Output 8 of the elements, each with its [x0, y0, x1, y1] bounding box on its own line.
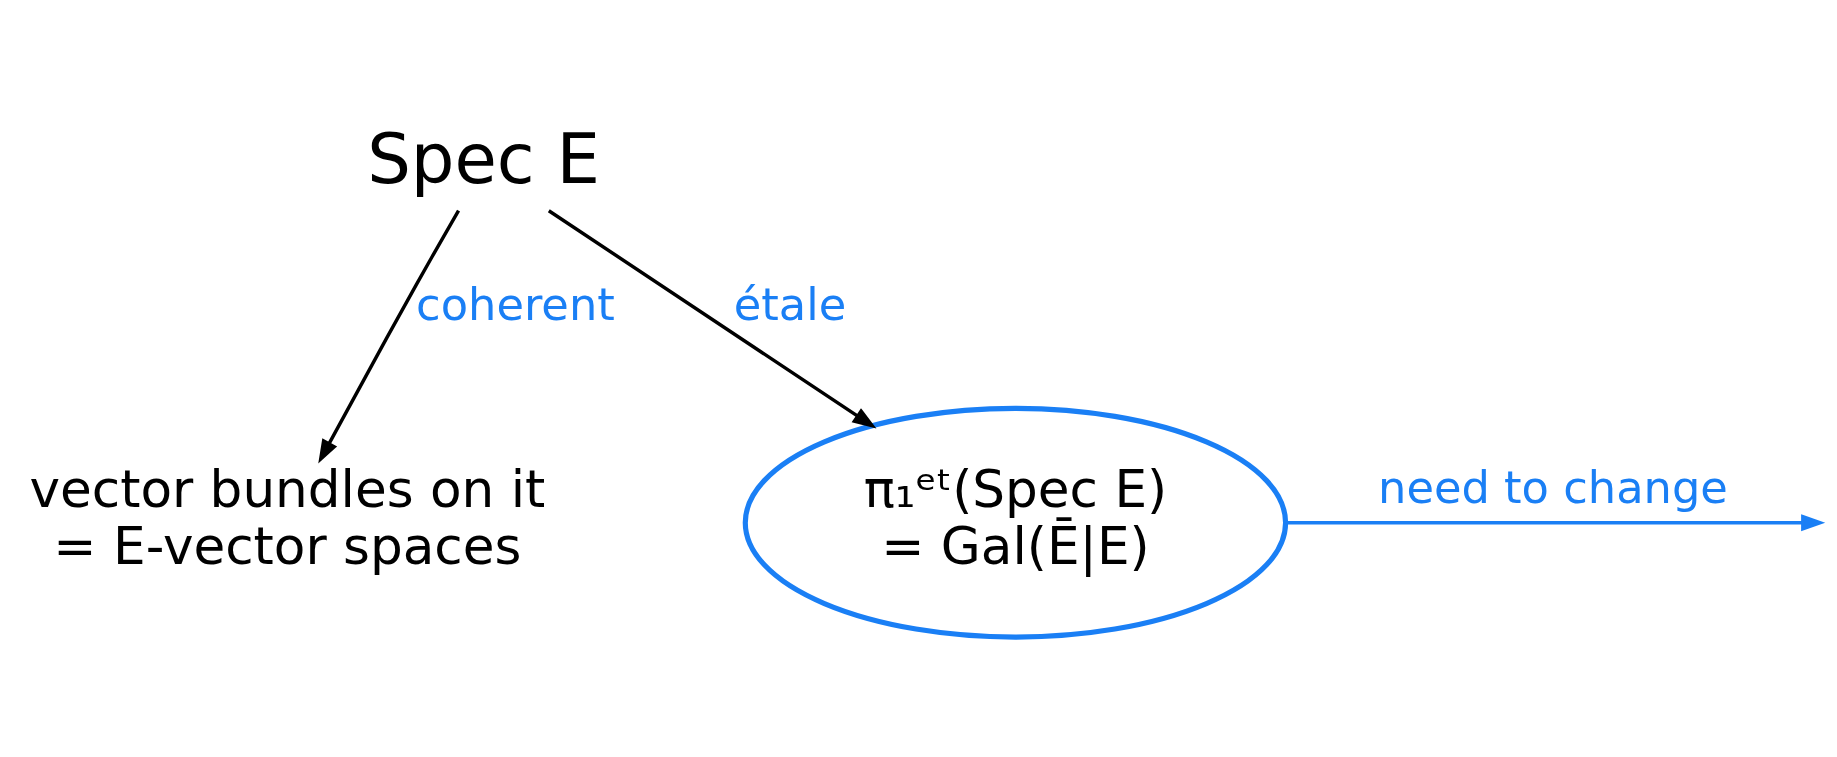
node-text: vector bundles on it = E-vector spaces: [29, 458, 546, 576]
edge-label: need to change: [1378, 460, 1728, 514]
arrow: [318, 209, 460, 464]
arrow: [1285, 513, 1826, 531]
node-text: Spec E: [367, 118, 601, 199]
edge-label: étale: [733, 277, 847, 331]
edge-label: coherent: [416, 277, 615, 331]
arrow: [547, 208, 877, 429]
